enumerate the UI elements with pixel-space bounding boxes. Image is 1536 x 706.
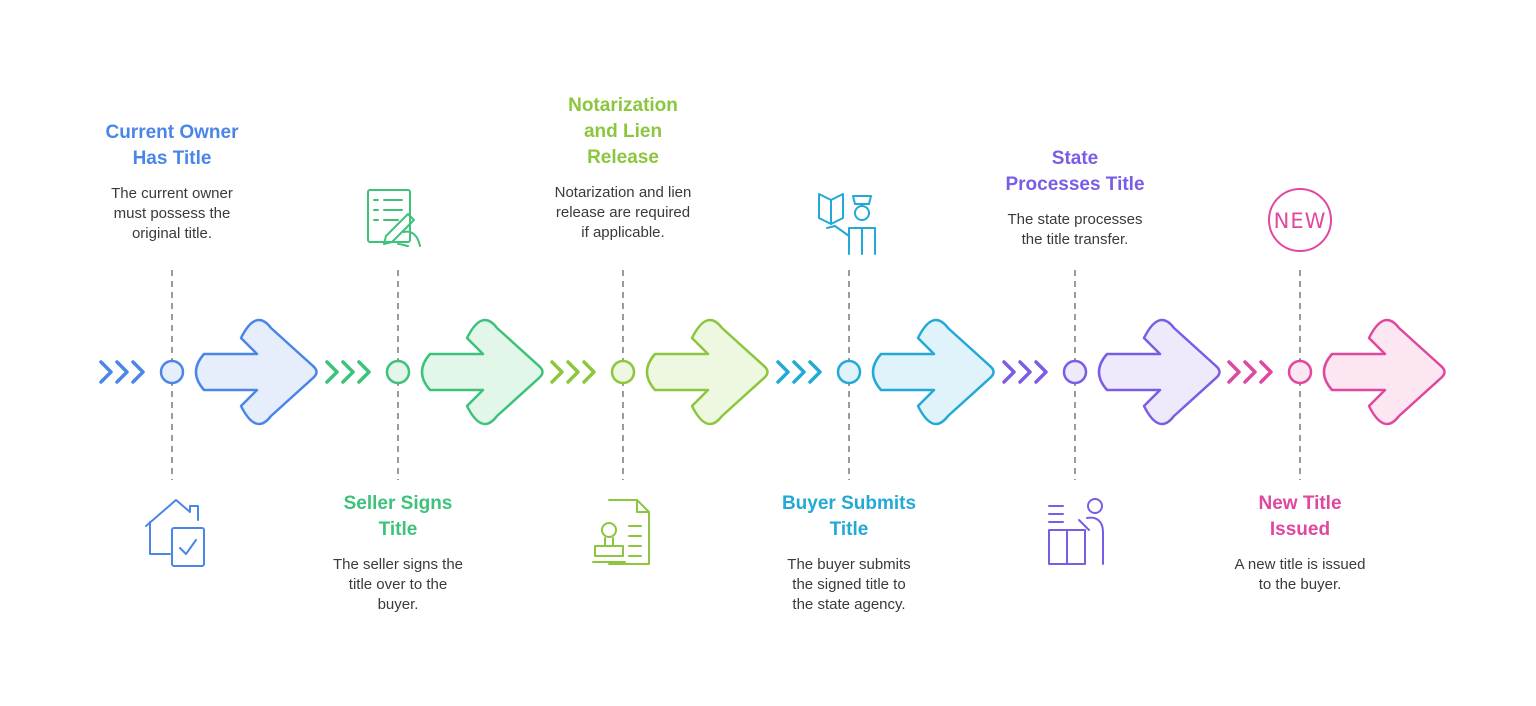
- timeline-node: [1287, 359, 1313, 385]
- step-description: Notarization and lien release are requir…: [554, 184, 692, 241]
- step-5: [1002, 270, 1221, 565]
- step-arrow: [645, 318, 769, 426]
- new-badge-text: NEW: [1274, 209, 1327, 233]
- timeline-node: [159, 359, 185, 385]
- step-2: [325, 189, 544, 480]
- step-arrow: [1322, 318, 1446, 426]
- chevrons-icon: [1002, 360, 1048, 384]
- step-title: State Processes Title: [1005, 148, 1145, 195]
- new-badge-icon: NEW: [1268, 188, 1332, 252]
- chevrons-icon: [1227, 360, 1273, 384]
- house-check-icon: [145, 499, 205, 567]
- document-signing-icon: [367, 189, 421, 247]
- step-title: New Title Issued: [1258, 493, 1342, 540]
- step-title: Current Owner Has Title: [105, 122, 239, 169]
- chevrons-icon: [776, 360, 822, 384]
- step-title: Notarization and Lien Release: [568, 95, 678, 168]
- chevrons-icon: [550, 360, 596, 384]
- timeline-node: [1062, 359, 1088, 385]
- step-title: Buyer Submits Title: [781, 493, 917, 540]
- step-description: The buyer submits the signed title to th…: [787, 556, 911, 613]
- timeline-node: [385, 359, 411, 385]
- step-description: A new title is issued to the buyer.: [1234, 556, 1366, 593]
- step-arrow: [1097, 318, 1221, 426]
- timeline-node: [610, 359, 636, 385]
- notary-stamp-icon: [592, 499, 650, 565]
- step-4: [776, 193, 995, 480]
- clerk-desk-icon: [1048, 498, 1104, 565]
- step-6: NEW: [1227, 188, 1446, 480]
- officer-document-icon: [818, 193, 876, 255]
- step-title: Seller Signs Title: [343, 493, 453, 540]
- step-3: [550, 270, 769, 565]
- step-arrow: [420, 318, 544, 426]
- timeline-node: [836, 359, 862, 385]
- step-1: [99, 270, 318, 567]
- step-description: The current owner must possess the origi…: [111, 185, 233, 242]
- step-arrow: [871, 318, 995, 426]
- step-arrow: [194, 318, 318, 426]
- chevrons-icon: [99, 360, 145, 384]
- chevrons-icon: [325, 360, 371, 384]
- step-description: The seller signs the title over to the b…: [332, 556, 464, 613]
- step-description: The state processes the title transfer.: [1007, 211, 1143, 248]
